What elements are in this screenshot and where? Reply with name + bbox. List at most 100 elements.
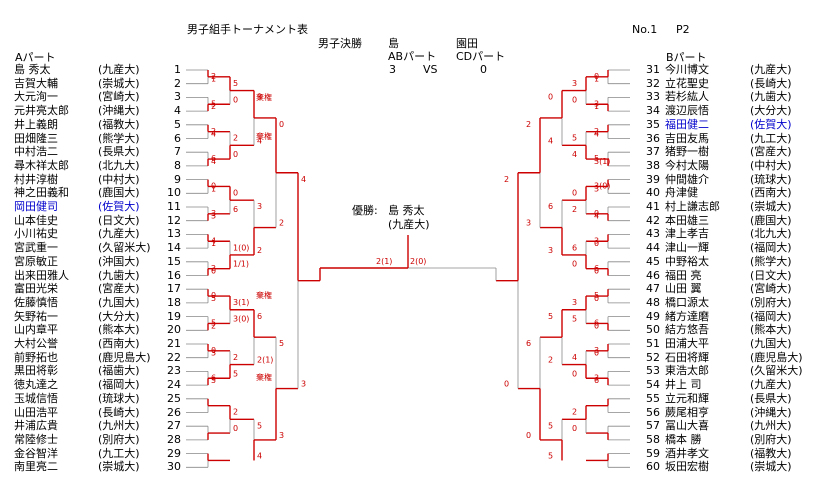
player-school: (長崎大) [750, 76, 792, 90]
player-name: 今村太陽 [665, 158, 709, 172]
player-school: (九州大) [98, 419, 140, 433]
player-school: (九産大) [750, 63, 792, 76]
match-score: 0 [279, 120, 284, 129]
final-right-score: 0 [480, 63, 487, 76]
player-number: 13 [167, 227, 181, 241]
player-name: 冨山大喜 [665, 419, 709, 433]
player-name: 仲間雄介 [665, 172, 709, 186]
player-number: 47 [646, 282, 660, 296]
final-left-part: ABパート [388, 50, 437, 63]
player-name: 前野拓也 [14, 350, 58, 364]
part-a-label: Aパート [15, 51, 56, 64]
player-number: 16 [167, 268, 181, 282]
player-name: 猪野一樹 [665, 145, 709, 159]
match-score: 5 [279, 339, 284, 348]
match-score: 5 [233, 79, 238, 88]
player-school: (福教大) [750, 446, 792, 460]
player-number: 48 [646, 295, 660, 309]
player-name: 出来田雅人 [14, 268, 69, 282]
player-name: 緒方達磨 [665, 309, 709, 323]
match-score: 2 [504, 175, 509, 184]
match-score: 3 [594, 373, 599, 382]
match-score: 0 [572, 188, 577, 197]
match-score: 1 [211, 184, 216, 193]
player-name: 大村公誉 [14, 337, 58, 350]
match-score: 1(0) [233, 243, 249, 252]
player-school: (宮産大) [750, 145, 792, 159]
match-score: 6 [594, 319, 599, 328]
player-school: (北九大) [98, 158, 140, 172]
player-name: 南里亮二 [14, 460, 58, 474]
player-number: 32 [646, 76, 660, 90]
walkover-mark: 棄権 [256, 290, 272, 300]
match-score: 0 [594, 349, 599, 358]
match-score: 3 [594, 99, 599, 108]
player-name: 橋本 勝 [665, 432, 702, 446]
player-name: 橋口源太 [665, 295, 709, 309]
match-score: 1 [211, 75, 216, 84]
player-school: (九産大) [98, 227, 140, 241]
player-number: 59 [646, 446, 660, 460]
player-school: (日文大) [98, 213, 140, 227]
page-title: 男子組手トーナメント表 [187, 23, 308, 36]
match-score: 2 [211, 321, 216, 330]
player-name: 中野裕太 [665, 254, 709, 268]
player-name: 徳丸達之 [14, 378, 58, 392]
player-school: (福岡大) [98, 378, 140, 392]
player-school: (宮産大) [98, 282, 140, 296]
match-score: 4 [301, 175, 306, 184]
player-number: 23 [167, 364, 181, 378]
player-name: 結方悠吾 [665, 323, 709, 337]
player-school: (西南大) [98, 337, 140, 350]
player-name: 立元和輝 [665, 391, 709, 405]
match-score: 0 [211, 346, 216, 355]
player-school: (福岡大) [750, 241, 792, 255]
match-score: 0 [233, 424, 238, 433]
match-score: 5 [211, 294, 216, 303]
match-score: 3 [526, 219, 531, 228]
final-score: 2(0) [410, 257, 426, 266]
match-score: 0 [211, 291, 216, 300]
player-number: 7 [174, 145, 181, 159]
player-name: 富田光栄 [14, 282, 58, 296]
player-name: 宮原敏正 [14, 254, 58, 268]
walkover-mark: 棄権 [256, 92, 272, 102]
player-number: 45 [646, 254, 660, 268]
player-school: (福岡大) [750, 309, 792, 323]
match-score: 3(1) [594, 157, 610, 166]
final-right-name: 園田 [456, 37, 478, 50]
player-school: (崇城大) [98, 460, 140, 474]
player-number: 35 [646, 117, 660, 131]
player-name: 本田雄三 [665, 213, 709, 227]
player-number: 11 [167, 200, 181, 213]
player-number: 22 [167, 350, 181, 364]
player-name: 福田 亮 [665, 268, 702, 282]
match-score: 4 [572, 150, 577, 159]
player-number: 20 [167, 323, 181, 337]
player-school: (西南大) [750, 186, 792, 200]
player-number: 54 [646, 378, 660, 392]
player-school: (沖縄大) [98, 104, 140, 118]
match-score: 1 [211, 239, 216, 248]
player-school: (宮崎大) [750, 282, 792, 296]
player-school: (福教大) [98, 117, 140, 131]
player-name: 宮武重一 [14, 241, 58, 255]
player-school: (崇城大) [750, 200, 792, 213]
match-score: 0 [233, 95, 238, 104]
player-name: 神之田義和 [14, 186, 69, 200]
match-score: 4 [548, 136, 553, 145]
player-number: 26 [167, 405, 181, 419]
player-number: 8 [174, 158, 181, 172]
match-score: 2 [211, 72, 216, 81]
player-number: 49 [646, 309, 660, 323]
match-score: 5 [572, 134, 577, 143]
walkover-mark: 棄権 [256, 131, 272, 141]
player-number: 18 [167, 295, 181, 309]
player-school: (熊本大) [750, 323, 792, 337]
player-name: 舟津健 [665, 186, 698, 200]
match-score: 5 [548, 421, 553, 430]
match-score: 2 [233, 408, 238, 417]
player-name: 小川祐史 [14, 227, 58, 241]
player-name: 今川博文 [665, 63, 709, 76]
